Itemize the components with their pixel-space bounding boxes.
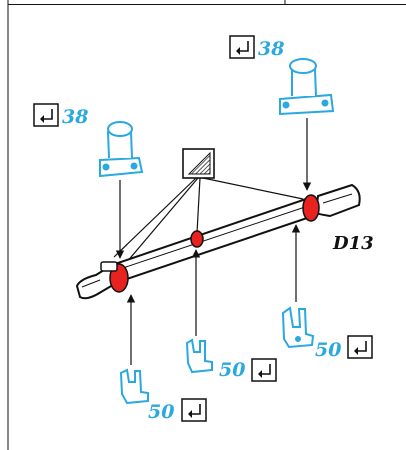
bracket-upper-right (279, 58, 335, 116)
return-arrow-icon (229, 35, 255, 59)
diagram-title: D13 (332, 233, 374, 254)
return-arrow-icon (33, 103, 59, 127)
clamp-center (190, 230, 204, 248)
callout-stand-left: 50 (148, 398, 207, 423)
tool-leader-lines (113, 177, 304, 264)
callout-qty-stand-left: 50 (148, 401, 174, 423)
return-arrow-icon (181, 398, 207, 422)
clamp-right (302, 194, 320, 222)
callout-bracket-right: 38 (229, 35, 284, 60)
assembly-arrows (115, 118, 312, 365)
stand-right (281, 306, 315, 349)
callout-qty-bracket-right: 38 (258, 38, 284, 60)
callout-stand-center: 50 (219, 358, 277, 382)
callout-qty-bracket-left: 38 (62, 106, 88, 128)
right-end-cap (314, 183, 361, 218)
return-arrow-icon (251, 358, 277, 382)
callout-qty-stand-right: 50 (315, 339, 341, 361)
stand-left (119, 368, 149, 405)
callout-bracket-left: 38 (33, 103, 88, 128)
left-end-cap (75, 263, 120, 300)
clamp-left (100, 261, 129, 293)
page-frame (7, 0, 406, 450)
return-arrow-icon (347, 335, 373, 359)
tube-assembly (75, 183, 361, 300)
callout-stand-right: 50 (315, 335, 373, 361)
bracket-upper-left (99, 121, 144, 178)
hatched-tool-icon (182, 148, 215, 179)
stand-center (185, 338, 213, 374)
callout-qty-stand-center: 50 (219, 359, 245, 381)
